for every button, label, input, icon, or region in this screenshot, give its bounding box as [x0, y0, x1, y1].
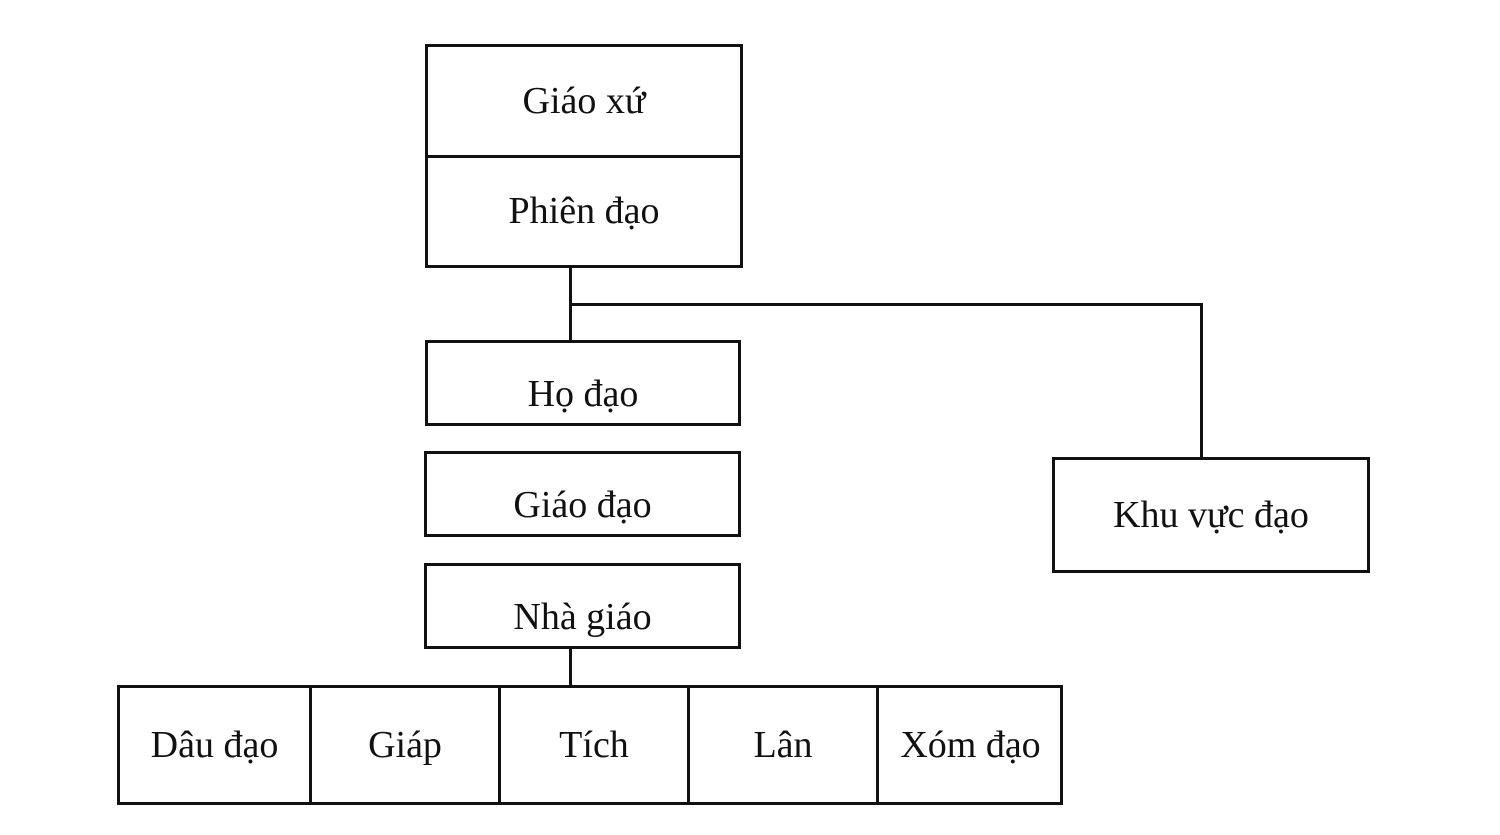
box-khu-vuc-dao: Khu vực đạo: [1052, 457, 1370, 573]
label-xom-dao: Xóm đạo: [900, 724, 1041, 766]
label-giap-dao: Giáo đạo: [513, 484, 652, 526]
cell-giap: Giáp: [309, 688, 498, 802]
label-khu-vuc-dao: Khu vực đạo: [1113, 494, 1309, 536]
cell-tich: Tích: [498, 688, 687, 802]
cell-xom-dao: Xóm đạo: [876, 688, 1062, 802]
label-giap: Giáp: [368, 724, 442, 766]
label-ho-dao: Họ đạo: [527, 373, 639, 415]
label-phien-dao: Phiên đạo: [508, 190, 660, 233]
label-giao-xu: Giáo xứ: [522, 79, 646, 122]
label-lan: Lân: [753, 724, 813, 766]
box-ho-dao: Họ đạo: [425, 340, 741, 426]
box-bottom-row: Dâu đạo Giáp Tích Lân Xóm đạo: [117, 685, 1063, 805]
connector-bottom: [569, 646, 572, 688]
box-nha-giao: Nhà giáo: [424, 563, 741, 649]
connector-horizontal: [569, 303, 1203, 306]
label-tich: Tích: [559, 724, 629, 766]
connector-right-down: [1200, 303, 1203, 460]
cell-lan: Lân: [687, 688, 876, 802]
box-phien-dao: Phiên đạo: [428, 158, 740, 266]
label-dau-dao: Dâu đạo: [150, 724, 279, 766]
label-nha-giao: Nhà giáo: [513, 596, 652, 638]
box-giao-xu-phien-dao: Giáo xứ Phiên đạo: [425, 44, 743, 268]
box-giao-xu: Giáo xứ: [428, 47, 740, 158]
cell-dau-dao: Dâu đạo: [120, 688, 309, 802]
box-giap-dao: Giáo đạo: [424, 451, 741, 537]
